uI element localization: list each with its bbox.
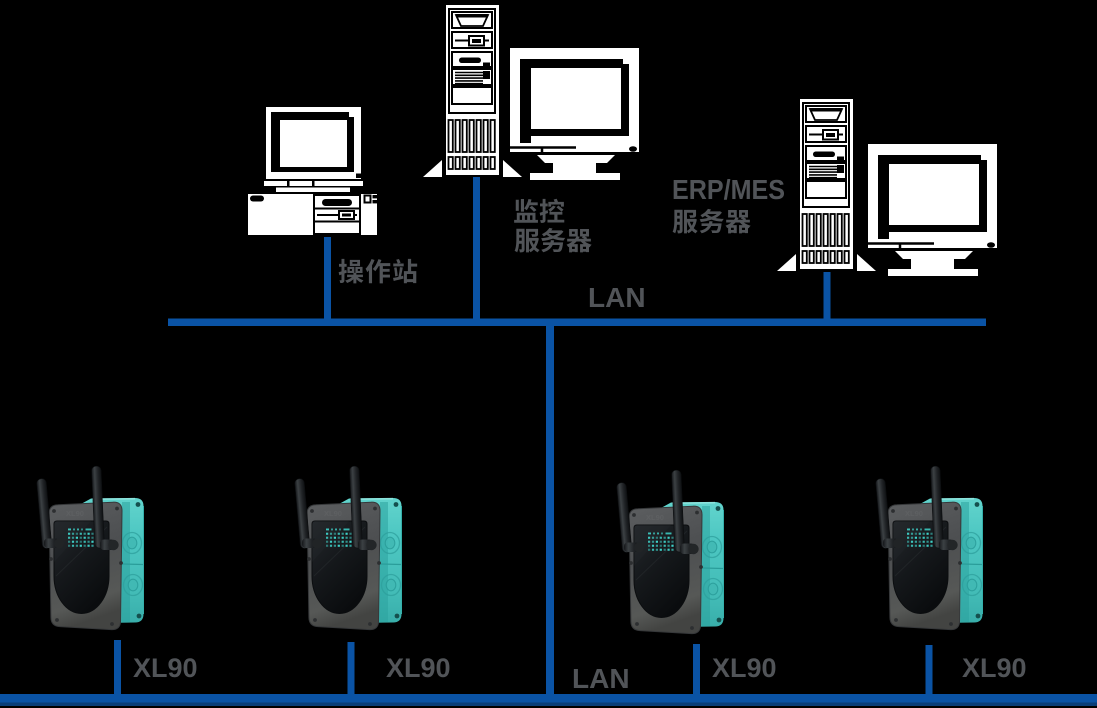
svg-text:XL90: XL90 [386,653,451,683]
svg-text:XL90: XL90 [133,653,198,683]
svg-text:ERP/MES: ERP/MES [672,174,785,205]
svg-text:XL90: XL90 [962,653,1027,683]
svg-text:LAN: LAN [572,663,630,694]
svg-text:LAN: LAN [588,282,646,313]
svg-text:XL90: XL90 [712,653,777,683]
